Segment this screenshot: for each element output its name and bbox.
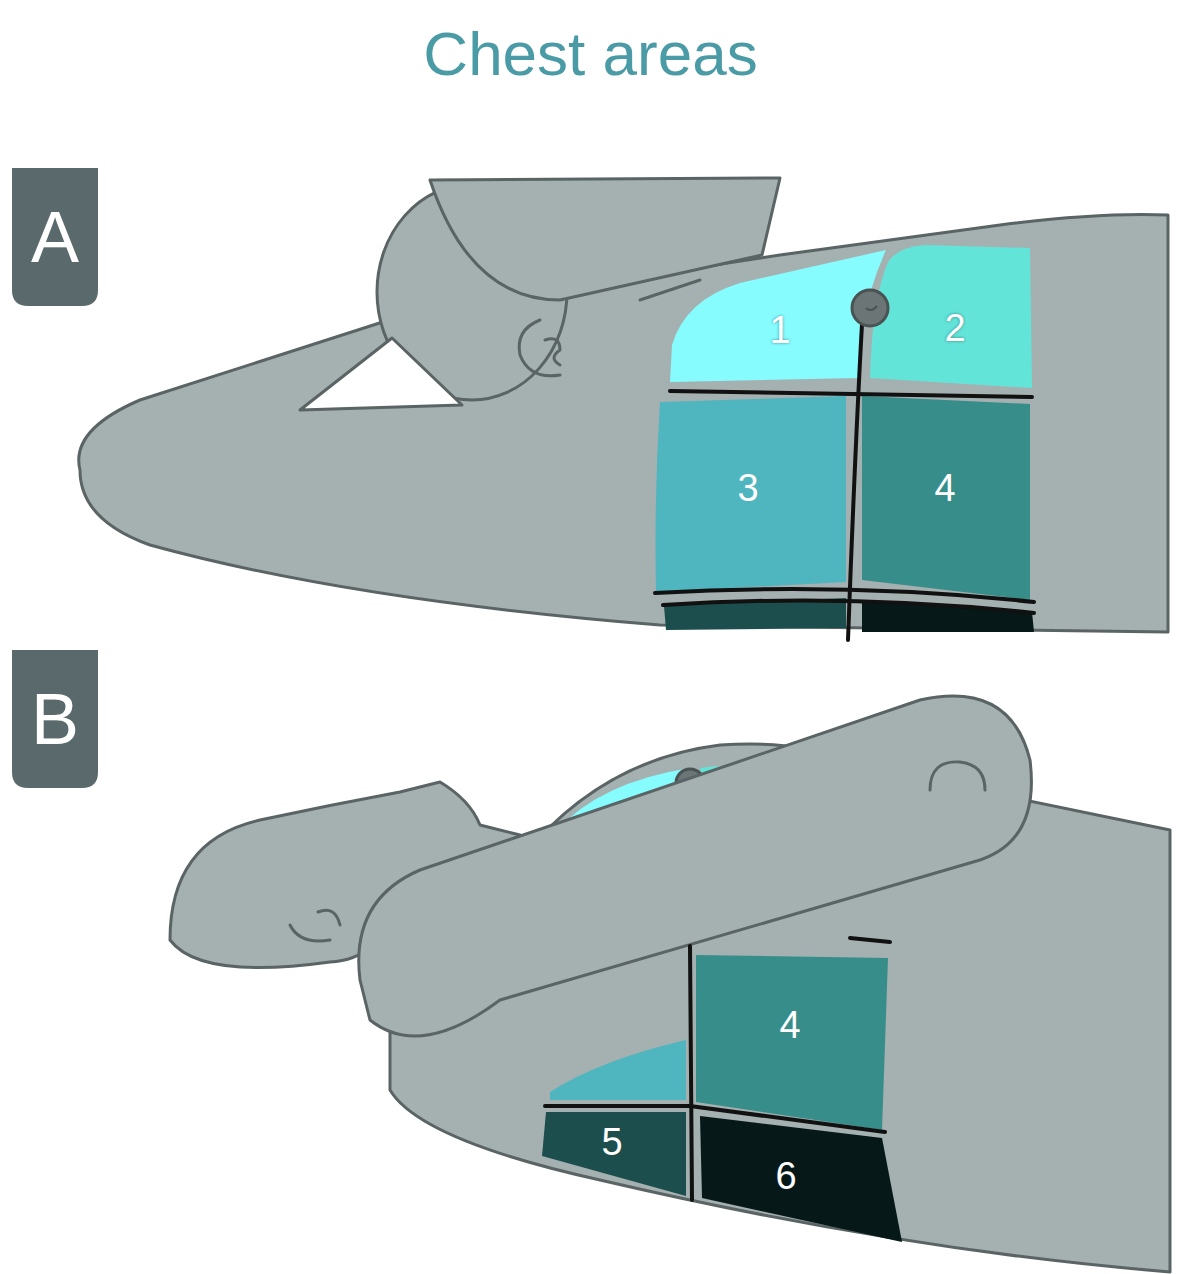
chest-area: 4 (860, 394, 1034, 602)
area-fill (12, 168, 98, 306)
area-fill (542, 1112, 686, 1196)
area-number: 4 (934, 469, 955, 507)
chest-area: 2 (866, 243, 1036, 392)
area-number: 3 (737, 469, 758, 507)
chest-region (550, 1040, 686, 1100)
panel-tab: B (12, 650, 98, 788)
chest-area: 5 (540, 1110, 688, 1198)
ear (290, 910, 340, 941)
upper-arm (430, 178, 780, 300)
area-number: 4 (779, 1006, 800, 1044)
area-fill (862, 396, 1030, 600)
grid-line (690, 946, 692, 1200)
chest-area: 6 (698, 1114, 904, 1244)
ear (519, 320, 560, 376)
brow-line (640, 280, 700, 300)
grid-line (670, 391, 1032, 397)
chest-area: 4 (694, 953, 890, 1132)
nipple-mark (866, 306, 877, 310)
area-number: 5 (601, 1123, 622, 1161)
panel-tab: A (12, 168, 98, 306)
elbow-line (930, 762, 985, 790)
raised-arm (359, 696, 1032, 1036)
grid-line (663, 601, 1034, 614)
area-fill (670, 250, 886, 382)
grid-line (850, 938, 890, 942)
area-number: 1 (769, 311, 790, 349)
area-fill (696, 955, 888, 1130)
area-shape (698, 1114, 904, 1244)
chest-area: 1 (668, 248, 890, 386)
panel-letter: A (31, 201, 79, 273)
chest-area: 3 (652, 394, 848, 596)
panel-letter: B (31, 683, 79, 755)
arm-gap (300, 338, 462, 410)
area-fill (656, 396, 847, 592)
chest-strip (862, 600, 1034, 632)
area-fill (700, 1116, 902, 1242)
diagram-title: Chest areas (0, 18, 1181, 89)
area-fill (12, 650, 98, 788)
area-fill (870, 245, 1032, 388)
area-number: 6 (775, 1157, 796, 1195)
area-number: 2 (944, 309, 965, 347)
chest-strip (664, 598, 846, 630)
